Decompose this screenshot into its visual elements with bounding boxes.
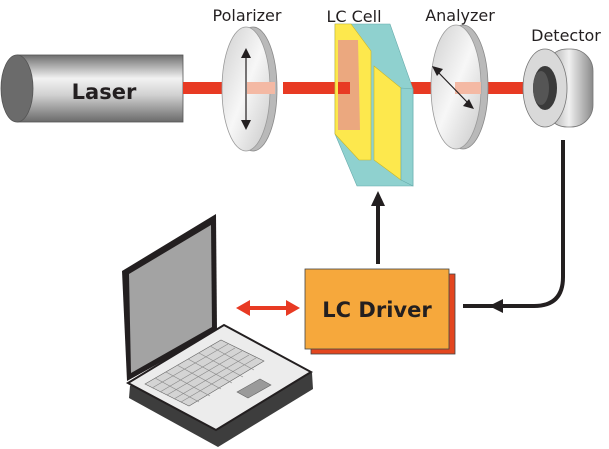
- lc-driver-label: LC Driver: [322, 298, 432, 322]
- lc-driver: LC Driver: [304, 268, 456, 355]
- touchpad: [236, 378, 272, 399]
- lc-cell: LC Cell: [326, 7, 414, 187]
- driver-to-cell-arrow: [371, 191, 385, 264]
- analyzer: Analyzer: [425, 6, 495, 150]
- arrow-diagonal-down-icon: [463, 99, 474, 109]
- bidirectional-arrow: [236, 300, 300, 316]
- polarizer: Polarizer: [213, 6, 282, 152]
- detector-label: Detector: [531, 26, 601, 45]
- laptop-icon: [122, 214, 314, 447]
- arrow-down-icon: [241, 120, 251, 130]
- lc-cell-label: LC Cell: [326, 7, 381, 26]
- polarizer-label: Polarizer: [213, 6, 282, 25]
- analyzer-label: Analyzer: [425, 6, 495, 25]
- arrow-up-icon: [241, 48, 251, 58]
- laser-label: Laser: [72, 80, 137, 104]
- detector: Detector: [522, 26, 601, 128]
- detector-to-driver-line: [463, 140, 565, 313]
- arrow-diagonal-up-icon: [432, 66, 443, 76]
- laser: Laser: [0, 54, 184, 123]
